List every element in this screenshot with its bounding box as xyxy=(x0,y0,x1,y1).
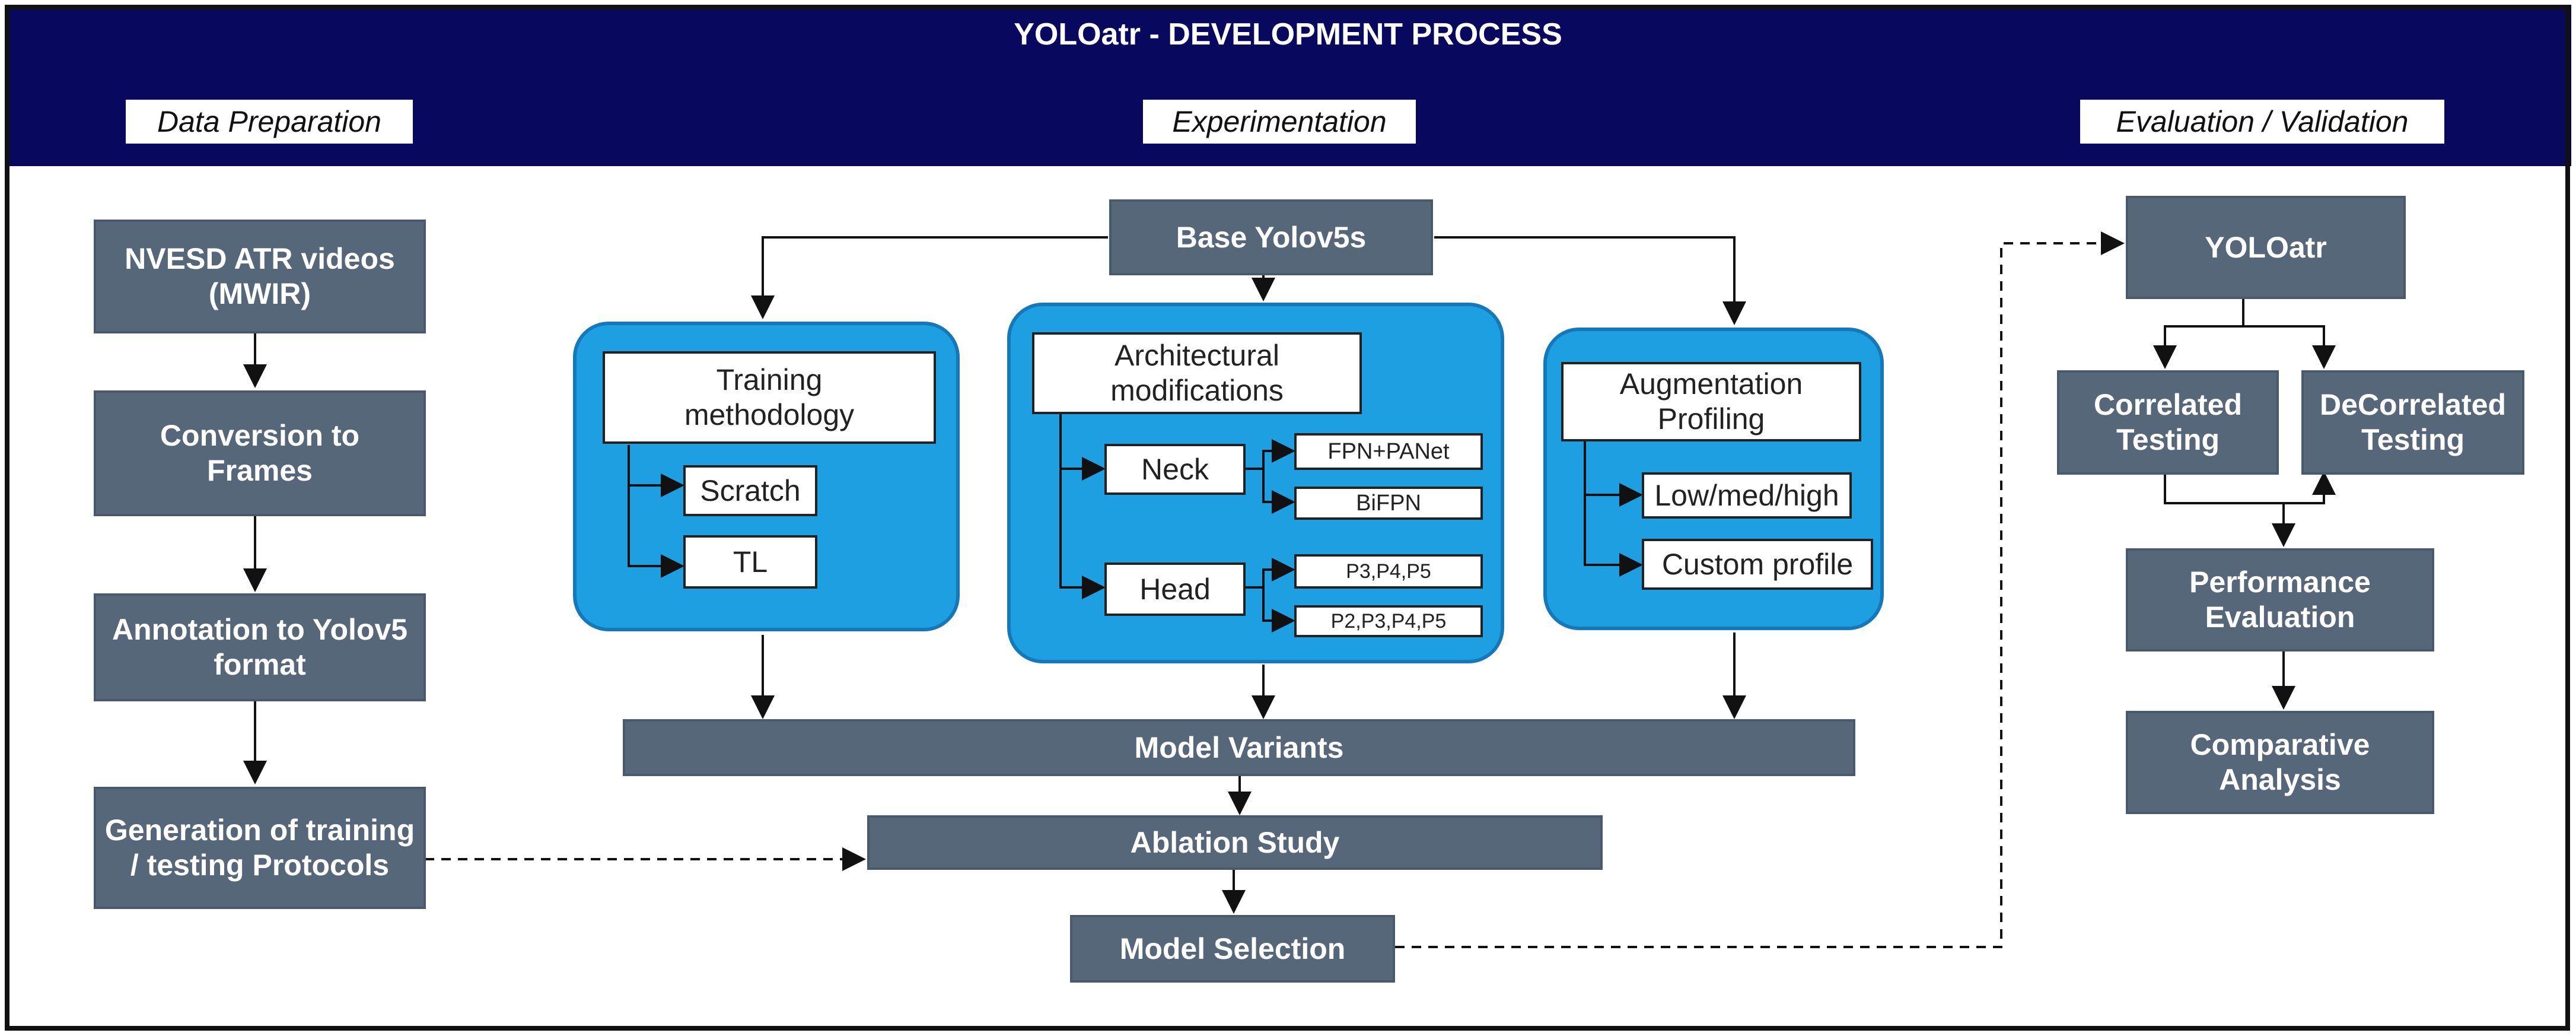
section-label-data-preparation: Data Preparation xyxy=(126,100,413,144)
custom-profile-box: Custom profile xyxy=(1642,539,1873,590)
yoloatr-box: YOLOatr xyxy=(2126,196,2406,299)
ablation-study-box: Ablation Study xyxy=(867,815,1603,870)
nvesd-atr-videos-box: NVESD ATR videos(MWIR) xyxy=(94,220,426,333)
neck-bifpn-box: BiFPN xyxy=(1294,487,1483,520)
head-box: Head xyxy=(1104,563,1246,616)
diagram-frame xyxy=(5,5,2570,1031)
section-label-experimentation: Experimentation xyxy=(1143,100,1416,144)
diagram-title: YOLOatr - DEVELOPMENT PROCESS xyxy=(1014,17,1562,52)
scratch-box: Scratch xyxy=(683,465,817,516)
head-p3-p4-p5-box: P3,P4,P5 xyxy=(1294,554,1483,589)
head-p2-p3-p4-p5-box: P2,P3,P4,P5 xyxy=(1294,605,1483,637)
low-med-high-box: Low/med/high xyxy=(1642,472,1852,519)
neck-box: Neck xyxy=(1104,444,1246,495)
section-label-evaluation: Evaluation / Validation xyxy=(2080,100,2444,144)
base-yolov5s-box: Base Yolov5s xyxy=(1109,199,1433,275)
protocols-box: Generation of training/ testing Protocol… xyxy=(94,787,426,909)
neck-fpn-panet-box: FPN+PANet xyxy=(1294,433,1483,470)
tl-box: TL xyxy=(683,535,817,589)
model-selection-box: Model Selection xyxy=(1070,915,1395,983)
model-variants-box: Model Variants xyxy=(623,719,1855,776)
